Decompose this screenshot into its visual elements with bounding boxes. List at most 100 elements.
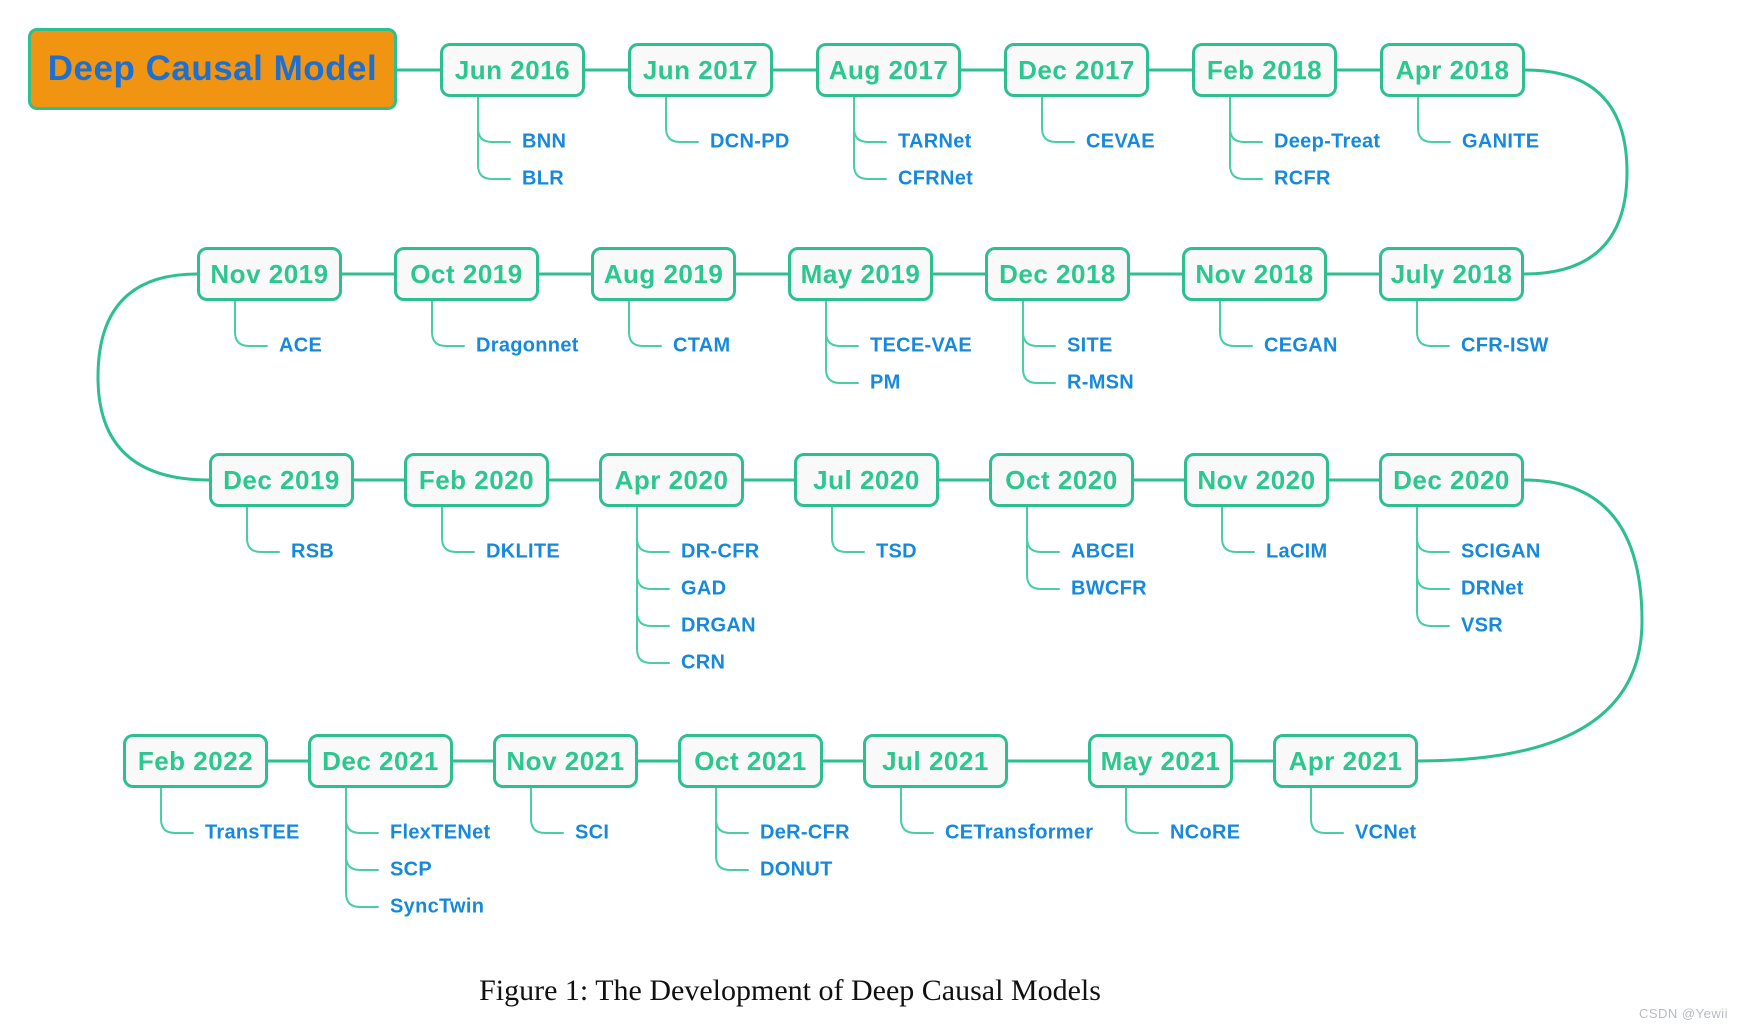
arc-connector: [96, 272, 211, 482]
branch-elbow: [636, 611, 670, 627]
arc-connector: [1522, 68, 1629, 276]
date-node-aug-2017: Aug 2017: [816, 43, 961, 97]
branch-elbow: [477, 164, 511, 180]
date-node-dec-2018: Dec 2018: [985, 247, 1130, 301]
date-label: Nov 2018: [1195, 258, 1314, 289]
branch-elbow: [853, 127, 887, 143]
arc-connector: [1416, 478, 1644, 763]
date-label: Apr 2018: [1395, 54, 1510, 85]
model-label-cegan: CEGAN: [1264, 334, 1338, 357]
date-label: Dec 2017: [1018, 54, 1135, 85]
date-node-apr-2020: Apr 2020: [599, 453, 744, 507]
model-label-bnn: BNN: [522, 130, 567, 153]
date-label: Aug 2019: [603, 258, 724, 289]
branch-elbow: [1416, 611, 1450, 627]
model-label-ncore: NCoRE: [1170, 821, 1241, 844]
model-label-scp: SCP: [390, 858, 433, 881]
date-node-apr-2018: Apr 2018: [1380, 43, 1525, 97]
branch-elbow: [831, 537, 865, 553]
branch-elbow: [715, 855, 749, 871]
date-node-jul-2020: Jul 2020: [794, 453, 939, 507]
branch-elbow: [628, 331, 662, 347]
branch-elbow: [441, 537, 475, 553]
model-label-ace: ACE: [279, 334, 323, 357]
branch-elbow: [345, 818, 379, 834]
model-label-lacim: LaCIM: [1266, 540, 1328, 563]
date-node-dec-2019: Dec 2019: [209, 453, 354, 507]
date-label: Jul 2021: [882, 745, 989, 776]
branch-elbow: [900, 818, 934, 834]
date-node-jun-2016: Jun 2016: [440, 43, 585, 97]
model-label-deep-treat: Deep-Treat: [1274, 130, 1381, 153]
model-label-vsr: VSR: [1461, 614, 1504, 637]
branch-elbow: [1026, 574, 1060, 590]
branch-elbow: [530, 818, 564, 834]
date-label: Dec 2018: [999, 258, 1116, 289]
date-node-dec-2020: Dec 2020: [1379, 453, 1524, 507]
model-label-rcfr: RCFR: [1274, 167, 1331, 190]
branch-elbow: [636, 648, 670, 664]
branch-elbow: [715, 818, 749, 834]
model-label-dragonnet: Dragonnet: [476, 334, 579, 357]
model-label-rsb: RSB: [291, 540, 335, 563]
date-label: Feb 2022: [137, 745, 254, 776]
model-label-dklite: DKLITE: [486, 540, 561, 563]
model-label-cevae: CEVAE: [1086, 130, 1155, 153]
date-node-july-2018: July 2018: [1379, 247, 1524, 301]
date-label: Nov 2021: [506, 745, 625, 776]
model-label-cfrnet: CFRNet: [898, 167, 974, 190]
date-node-feb-2020: Feb 2020: [404, 453, 549, 507]
model-label-ganite: GANITE: [1462, 130, 1540, 153]
date-node-may-2021: May 2021: [1088, 734, 1233, 788]
model-label-dr-cfr: DR-CFR: [681, 540, 760, 563]
model-label-dcn-pd: DCN-PD: [710, 130, 790, 153]
model-label-gad: GAD: [681, 577, 727, 600]
date-node-dec-2021: Dec 2021: [308, 734, 453, 788]
branch-elbow: [1026, 537, 1060, 553]
branch-elbow: [1125, 818, 1159, 834]
model-label-synctwin: SyncTwin: [390, 895, 485, 918]
date-node-oct-2020: Oct 2020: [989, 453, 1134, 507]
branch-elbow: [636, 574, 670, 590]
date-node-nov-2021: Nov 2021: [493, 734, 638, 788]
branch-elbow: [1229, 164, 1263, 180]
branch-elbow: [665, 127, 699, 143]
date-label: Apr 2021: [1288, 745, 1403, 776]
model-label-cfr-isw: CFR-ISW: [1461, 334, 1549, 357]
model-label-crn: CRN: [681, 651, 726, 674]
model-label-flextenet: FlexTENet: [390, 821, 491, 844]
date-node-feb-2018: Feb 2018: [1192, 43, 1337, 97]
date-label: Oct 2019: [410, 258, 523, 289]
model-label-drnet: DRNet: [1461, 577, 1524, 600]
date-node-dec-2017: Dec 2017: [1004, 43, 1149, 97]
model-label-tsd: TSD: [876, 540, 917, 563]
branch-elbow: [1416, 574, 1450, 590]
watermark: CSDN @Yewii: [1638, 1006, 1728, 1021]
figure-caption: Figure 1: The Development of Deep Causal…: [479, 974, 1101, 1007]
branch-elbow: [636, 537, 670, 553]
model-label-pm: PM: [870, 371, 901, 394]
branch-elbow: [825, 368, 859, 384]
branch-elbow: [1416, 537, 1450, 553]
branch-elbow: [246, 537, 280, 553]
date-label: Oct 2020: [1005, 464, 1118, 495]
model-label-vcnet: VCNet: [1355, 821, 1417, 844]
model-label-ctam: CTAM: [673, 334, 731, 357]
branch-elbow: [345, 855, 379, 871]
date-label: Jul 2020: [813, 464, 920, 495]
branch-elbow: [1022, 331, 1056, 347]
date-label: July 2018: [1390, 258, 1513, 289]
date-label: Dec 2019: [223, 464, 340, 495]
date-label: Jun 2017: [642, 54, 759, 85]
date-label: Jun 2016: [454, 54, 571, 85]
model-label-transtee: TransTEE: [205, 821, 300, 844]
branch-elbow: [1219, 331, 1253, 347]
branch-elbow: [1041, 127, 1075, 143]
date-node-oct-2021: Oct 2021: [678, 734, 823, 788]
branch-elbow: [1310, 818, 1344, 834]
branch-elbow: [345, 892, 379, 908]
date-node-may-2019: May 2019: [788, 247, 933, 301]
model-label-blr: BLR: [522, 167, 565, 190]
